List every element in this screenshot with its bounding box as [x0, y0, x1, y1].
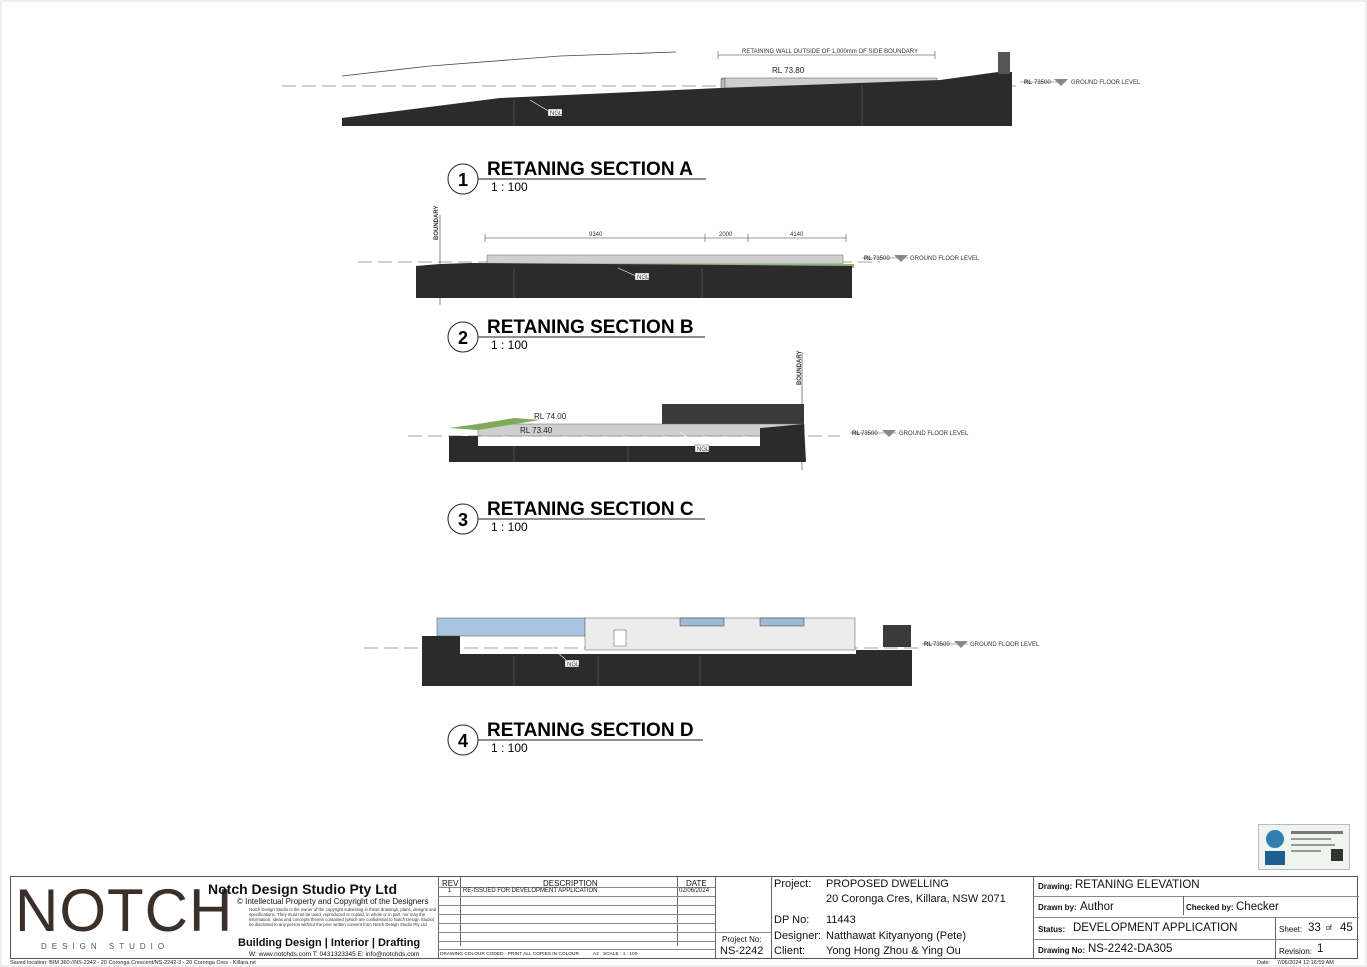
- section-a-rl-prefix: RL: [1024, 80, 1032, 86]
- section-b-rl-value: 73500: [873, 256, 890, 262]
- section-a-title-block: 1 RETANING SECTION A 1 : 100: [447, 159, 706, 195]
- date-header: DATE: [686, 879, 707, 888]
- section-b-dim-1: 9340: [589, 232, 603, 238]
- company-name: Notch Design Studio Pty Ltd: [208, 881, 397, 897]
- checked-by-label: Checked by:: [1186, 903, 1234, 912]
- section-b-ground-floor: GROUND FLOOR LEVEL: [910, 256, 980, 262]
- revision-value: 1: [1317, 943, 1324, 955]
- section-b-drawing: BOUNDARY 9340 2000 4140 NGL RL 73500 GRO…: [358, 206, 980, 305]
- company-services: Building Design | Interior | Drafting: [238, 937, 421, 949]
- section-a-scale: 1 : 100: [491, 180, 528, 194]
- designer-value: Natthawat Kityanyong (Pete): [826, 930, 967, 942]
- drawing-label: Drawing:: [1038, 882, 1073, 891]
- section-d-rl-value: 73500: [933, 642, 950, 648]
- company-logo: NOTCH: [15, 877, 234, 944]
- drawing-value: RETANING ELEVATION: [1075, 879, 1200, 891]
- section-d-ground-floor: GROUND FLOOR LEVEL: [970, 642, 1040, 648]
- project-address: 20 Coronga Cres, Killara, NSW 2071: [826, 893, 1006, 905]
- sheet-label: Sheet:: [1279, 925, 1303, 934]
- title-block: NOTCH DESIGN STUDIO Notch Design Studio …: [10, 876, 1359, 959]
- section-b-number: 2: [458, 328, 468, 348]
- revision-label: Revision:: [1279, 947, 1312, 956]
- section-c-boundary: BOUNDARY: [797, 351, 803, 385]
- section-c-number: 3: [458, 510, 468, 530]
- drawn-by-value: Author: [1080, 901, 1114, 913]
- section-a-rl: RL 73.80: [772, 66, 805, 75]
- section-a-drawing: RETAINING WALL OUTSIDE OF 1,000mm OF SID…: [282, 49, 1141, 126]
- status-value: DEVELOPMENT APPLICATION: [1073, 922, 1238, 934]
- section-b-scale: 1 : 100: [491, 338, 528, 352]
- section-c-rl-prefix: RL: [852, 431, 860, 437]
- sheet-of: of: [1326, 925, 1332, 932]
- company-logo-subtitle: DESIGN STUDIO: [41, 942, 170, 951]
- drawing-no-label: Drawing No:: [1038, 946, 1086, 955]
- section-c-rl-value: 73500: [861, 431, 878, 437]
- section-a-ground-floor: GROUND FLOOR LEVEL: [1071, 80, 1141, 86]
- company-legal-notice: Notch Design Studio is the owner of the …: [249, 907, 437, 927]
- section-c-rl-2: RL 73.40: [520, 426, 553, 435]
- project-value: PROPOSED DWELLING: [826, 878, 949, 890]
- section-a-ngl: NGL: [550, 111, 563, 117]
- drawing-no-value: NS-2242-DA305: [1088, 943, 1173, 955]
- section-a-title: RETANING SECTION A: [487, 159, 693, 180]
- section-c-title-block: 3 RETANING SECTION C 1 : 100: [447, 499, 705, 535]
- section-d-title: RETANING SECTION D: [487, 720, 694, 741]
- section-c-rl-1: RL 74.00: [534, 412, 567, 421]
- rev-row-1-description: RE-ISSUED FOR DEVELOPMENT APPLICATION: [463, 888, 598, 894]
- project-no-label: Project No:: [722, 935, 762, 944]
- project-label: Project:: [774, 878, 812, 890]
- client-label: Client:: [774, 945, 806, 957]
- section-c-scale: 1 : 100: [491, 520, 528, 534]
- sheet-number: 33: [1308, 922, 1321, 934]
- section-a-number: 1: [458, 170, 468, 190]
- client-value: Yong Hong Zhou & Ying Ou: [826, 945, 961, 957]
- section-b-title: RETANING SECTION B: [487, 317, 694, 338]
- section-d-rl-prefix: RL: [924, 642, 932, 648]
- section-d-scale: 1 : 100: [491, 741, 528, 755]
- drawn-by-label: Drawn by:: [1038, 903, 1077, 912]
- status-label: Status:: [1038, 925, 1066, 934]
- section-c-ground-floor: GROUND FLOOR LEVEL: [899, 431, 969, 437]
- dp-value: 11443: [826, 914, 856, 926]
- project-no-value: NS-2242: [720, 945, 764, 957]
- dp-label: DP No:: [774, 914, 810, 926]
- rev-header: REV: [442, 879, 459, 888]
- colour-note: DRAWING COLOUR CODED - PRINT ALL COPIES …: [440, 952, 579, 957]
- print-date-label: Date:: [1257, 960, 1271, 966]
- section-d-number: 4: [458, 731, 468, 751]
- section-a-wall-note: RETAINING WALL OUTSIDE OF 1,000mm OF SID…: [742, 49, 918, 55]
- section-b-title-block: 2 RETANING SECTION B 1 : 100: [447, 317, 705, 353]
- section-b-dim-3: 4140: [790, 232, 804, 238]
- section-d-title-block: 4 RETANING SECTION D 1 : 100: [447, 720, 703, 756]
- section-d-ngl: NGL: [567, 662, 580, 668]
- section-b-ngl: NGL: [637, 275, 650, 281]
- section-c-ngl: NGL: [697, 447, 710, 453]
- section-c-title: RETANING SECTION C: [487, 499, 694, 520]
- energy-rating-stamp-graphic: [1265, 830, 1343, 865]
- section-a-rl-value: 73500: [1034, 80, 1051, 86]
- section-c-drawing: BOUNDARY RL 74.00 RL 73.40 NGL RL 73500 …: [408, 351, 969, 470]
- paper-size: A2: [593, 952, 599, 957]
- section-b-rl-prefix: RL: [864, 256, 872, 262]
- saved-location: Saved location: BIM 360://NS-2242 - 20 C…: [10, 960, 256, 966]
- energy-rating-stamp: [1258, 824, 1350, 870]
- section-b-boundary: BOUNDARY: [434, 206, 440, 240]
- section-b-dim-2: 2000: [719, 232, 733, 238]
- rev-row-1-rev: 1: [448, 888, 452, 894]
- rev-row-1-date: 02/06/2024: [679, 888, 710, 894]
- drawing-scale: SCALE : 1 : 100: [603, 952, 638, 957]
- designer-label: Designer:: [774, 930, 822, 942]
- description-header: DESCRIPTION: [543, 879, 598, 888]
- sheet-total: 45: [1340, 922, 1353, 934]
- company-copyright: © Intellectual Property and Copyright of…: [237, 897, 429, 906]
- print-date-value: 7/06/2024 12:16:59 AM: [1277, 960, 1334, 966]
- section-d-drawing: NGL RL 73500 GROUND FLOOR LEVEL: [364, 617, 1040, 686]
- checked-by-value: Checker: [1236, 901, 1279, 913]
- company-contacts: W: www.notchds.com T: 0431323345 E: info…: [249, 951, 420, 958]
